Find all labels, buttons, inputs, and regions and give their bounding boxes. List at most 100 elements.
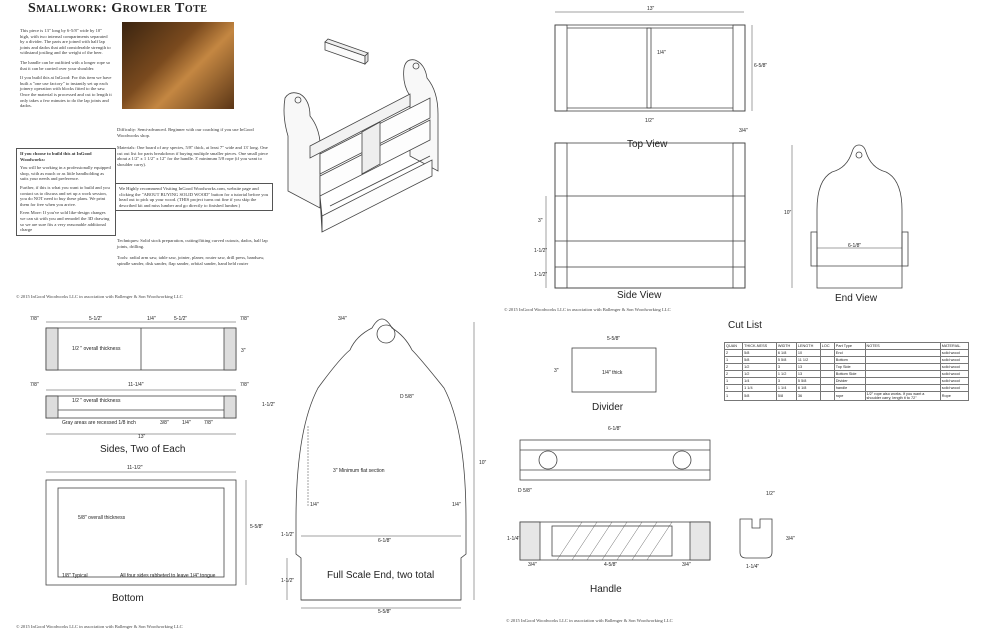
dim-f10: 10" bbox=[479, 460, 487, 466]
copyright: © 2015 InGood Woodworks LLC in associati… bbox=[16, 624, 183, 629]
table-cell: 5 5/8 bbox=[795, 377, 821, 385]
bottom-thick-text: 5/8" overall thickness bbox=[78, 515, 126, 521]
table-cell: 1/4 bbox=[742, 377, 777, 385]
table-header: LENGTH bbox=[795, 342, 821, 350]
tote-isometric-drawing bbox=[283, 38, 439, 233]
sides-bottom-thick-text: 1/2 " overall thickness bbox=[72, 398, 121, 404]
cutlist-sheet: 5-5/8" 3" 1/4" thick Divider 6-1/8" D 5/… bbox=[502, 316, 1000, 639]
caption-sides: Sides, Two of Each bbox=[100, 444, 186, 455]
table-cell: 5/8 bbox=[742, 356, 777, 364]
intro-para: The handle can be outfitted with a longe… bbox=[20, 59, 111, 71]
dim-f14a: 1/4" bbox=[310, 502, 319, 508]
handle-drawing bbox=[519, 347, 773, 561]
dim-h34b: 3/4" bbox=[682, 562, 691, 568]
dim-e12: 1/2" bbox=[766, 491, 775, 497]
table-cell: 2 bbox=[723, 370, 744, 378]
table-cell: 1/2 bbox=[742, 363, 777, 371]
dim-hd: D 5/8" bbox=[518, 488, 532, 494]
table-cell bbox=[864, 363, 941, 371]
intro-para: If you build this at InGood: For this it… bbox=[20, 75, 112, 109]
dim-s512a: 5-1/2" bbox=[89, 316, 103, 322]
product-photo bbox=[122, 22, 234, 109]
caption-end-view: End View bbox=[835, 293, 878, 304]
table-cell: solid wood bbox=[939, 356, 970, 364]
table-cell: 1 1/4 bbox=[742, 384, 777, 392]
table-header: QUAN bbox=[723, 342, 744, 350]
info-sheet: Smallwork: Growler Tote This piece is 13… bbox=[0, 0, 496, 305]
table-cell: 1 bbox=[723, 377, 744, 385]
caption-cut-list: Cut List bbox=[728, 320, 762, 331]
table-cell: solid wood bbox=[939, 370, 970, 378]
table-cell bbox=[864, 384, 941, 392]
dim-btyp: 1/8" Typical bbox=[62, 573, 88, 579]
table-cell: 1 1/4 bbox=[775, 384, 797, 392]
dim-top-width: 6-5/8" bbox=[754, 63, 768, 69]
flat-section-note: 3" Minimum flat section bbox=[333, 468, 385, 474]
table-cell: Bottom Side bbox=[833, 370, 866, 378]
table-cell bbox=[819, 356, 835, 364]
table-cell: 3 bbox=[775, 363, 797, 371]
dim-s78a: 7/8" bbox=[30, 316, 39, 322]
intro-text: This piece is 13" long by 6-5/8" wide by… bbox=[20, 28, 112, 109]
table-cell bbox=[864, 370, 941, 378]
table-cell bbox=[864, 356, 941, 364]
table-cell: solid wood bbox=[939, 363, 970, 371]
table-cell: 5/8 bbox=[775, 391, 797, 401]
table-cell: solid wood bbox=[939, 349, 970, 357]
caption-full-scale-end: Full Scale End, two total bbox=[327, 570, 435, 581]
table-cell: 13 bbox=[795, 370, 821, 378]
table-cell: Bottom bbox=[833, 356, 866, 364]
dim-f112b: 1-1/2" bbox=[281, 578, 295, 584]
dim-d558: 5-5/8" bbox=[607, 336, 621, 342]
dim-s3: 3" bbox=[241, 348, 246, 354]
dim-s78c: 7/8" bbox=[30, 382, 39, 388]
dim-s78b: 7/8" bbox=[240, 316, 249, 322]
dim-side-1: 1-1/2" bbox=[534, 272, 548, 278]
table-cell: 6 1/8 bbox=[795, 384, 821, 392]
table-header: Part Type bbox=[833, 342, 866, 350]
dim-e34: 3/4" bbox=[786, 536, 795, 542]
copyright: © 2015 InGood Woodworks LLC in associati… bbox=[506, 618, 673, 623]
dim-end-10: 10" bbox=[784, 210, 792, 216]
copyright: © 2015 InGood Woodworks LLC in associati… bbox=[504, 307, 671, 312]
table-cell: 1 1/2 bbox=[775, 370, 797, 378]
copyright: © 2015 InGood Woodworks LLC in associati… bbox=[16, 294, 183, 299]
table-cell: Divider bbox=[833, 377, 866, 385]
table-header: THICK-NESS bbox=[742, 342, 777, 350]
table-cell: handle bbox=[833, 384, 866, 392]
table-cell: Rope bbox=[939, 391, 970, 401]
table-cell bbox=[864, 377, 941, 385]
box-heading: If you choose to build this at InGood Wo… bbox=[20, 151, 92, 162]
caption-side-view: Side View bbox=[617, 290, 662, 301]
table-cell: 1 bbox=[723, 391, 744, 401]
bottom-note: All four sides rabbeted to leave 1/4" to… bbox=[120, 573, 216, 579]
table-header: WIDTH bbox=[775, 342, 797, 350]
table-cell: 10 bbox=[795, 349, 821, 357]
dim-s14: 1/4" bbox=[147, 316, 156, 322]
top-view bbox=[554, 11, 753, 112]
dim-f112: 1-1/2" bbox=[281, 532, 295, 538]
table-header: NOTES bbox=[864, 342, 941, 350]
table-cell: solid wood bbox=[939, 377, 970, 385]
caption-divider: Divider bbox=[592, 402, 624, 413]
table-cell bbox=[819, 391, 835, 401]
page-title: Smallwork: Growler Tote bbox=[28, 1, 208, 16]
dim-half: 1/2" bbox=[645, 118, 654, 124]
parts-sheet: 7/8" 5-1/2" 1/4" 5-1/2" 7/8" 3" 1/2 " ov… bbox=[0, 310, 496, 639]
dim-f558: 5-5/8" bbox=[378, 609, 392, 615]
dim-fd: D 5/8" bbox=[400, 394, 414, 400]
views-drawing bbox=[545, 11, 909, 289]
sides-thick-text: 1/2 " overall thickness bbox=[72, 346, 121, 352]
table-cell bbox=[819, 384, 835, 392]
dim-b558: 5-5/8" bbox=[250, 524, 264, 530]
table-cell: 5/8 bbox=[742, 349, 777, 357]
dim-s112: 1-1/2" bbox=[262, 402, 276, 408]
dim-h14: 1-1/4" bbox=[507, 536, 521, 542]
dim-s78d: 7/8" bbox=[240, 382, 249, 388]
table-cell: 11 1/2 bbox=[795, 356, 821, 364]
table-cell bbox=[819, 377, 835, 385]
